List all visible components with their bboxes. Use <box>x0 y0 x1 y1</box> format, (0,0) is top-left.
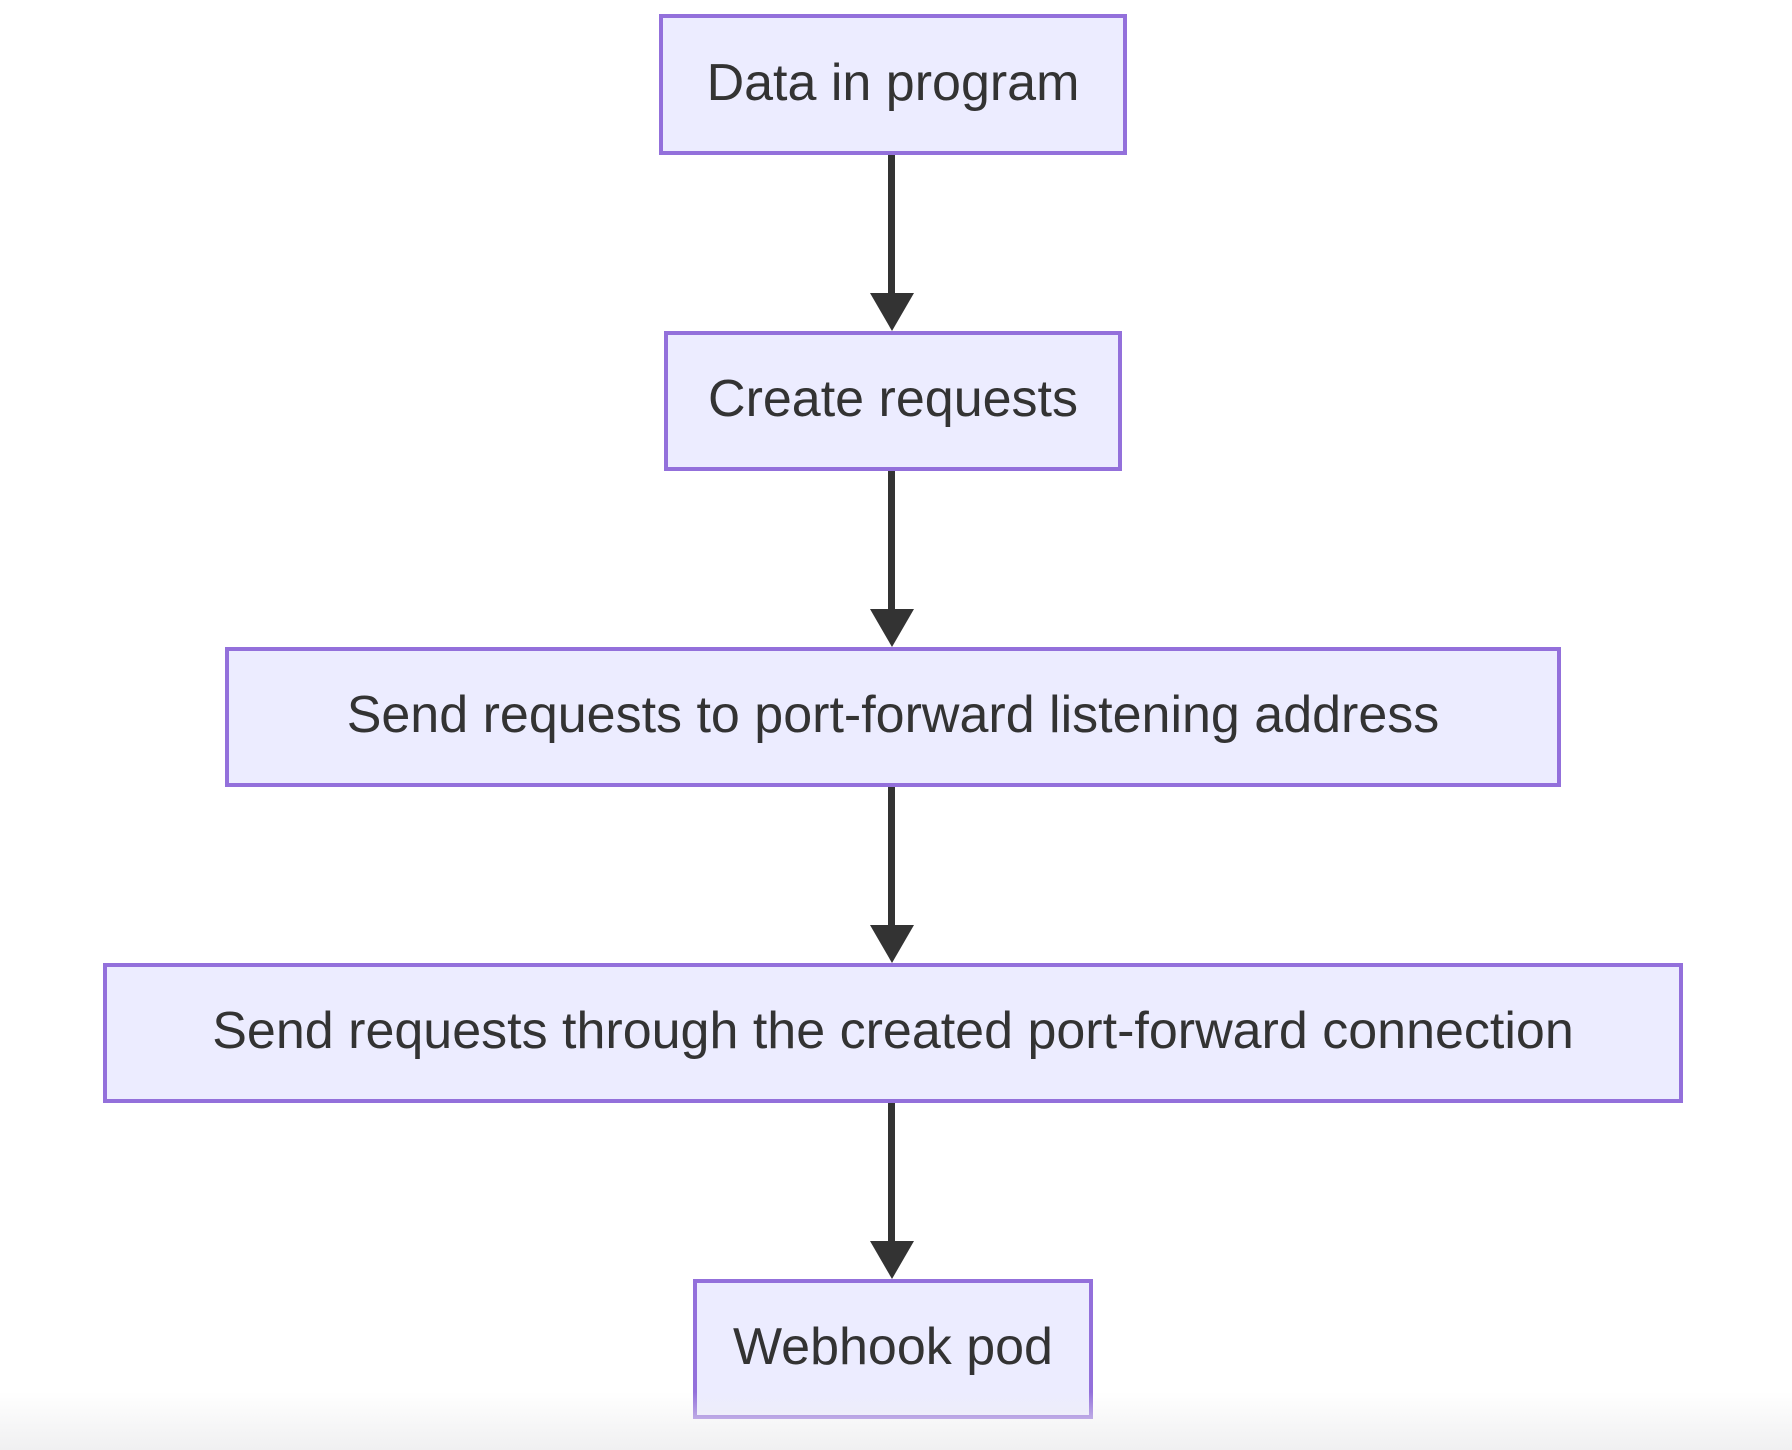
flow-node-webhook-pod: Webhook pod <box>693 1279 1093 1419</box>
node-label: Create requests <box>708 370 1078 428</box>
node-label: Send requests through the created port-f… <box>212 1002 1574 1060</box>
arrow-shaft <box>888 155 895 297</box>
arrowhead-down-icon <box>870 609 914 647</box>
node-label: Data in program <box>706 53 1080 112</box>
edge-arrow-1 <box>870 155 914 331</box>
edge-arrow-2 <box>870 471 914 647</box>
arrow-shaft <box>888 1103 895 1245</box>
arrow-shaft <box>888 471 895 613</box>
edge-arrow-4 <box>870 1103 914 1279</box>
flow-node-create-requests: Create requests <box>664 331 1122 471</box>
flow-node-data-in-program: Data in program <box>659 14 1127 155</box>
edge-arrow-3 <box>870 787 914 963</box>
node-label: Send requests to port-forward listening … <box>346 686 1440 744</box>
arrow-shaft <box>888 787 895 929</box>
flow-node-send-requests-through-created-port-forward-connection: Send requests through the created port-f… <box>103 963 1683 1103</box>
arrowhead-down-icon <box>870 925 914 963</box>
node-label: Webhook pod <box>733 1318 1053 1376</box>
arrowhead-down-icon <box>870 293 914 331</box>
arrowhead-down-icon <box>870 1241 914 1279</box>
flow-node-send-requests-to-port-forward-listening-address: Send requests to port-forward listening … <box>225 647 1561 787</box>
